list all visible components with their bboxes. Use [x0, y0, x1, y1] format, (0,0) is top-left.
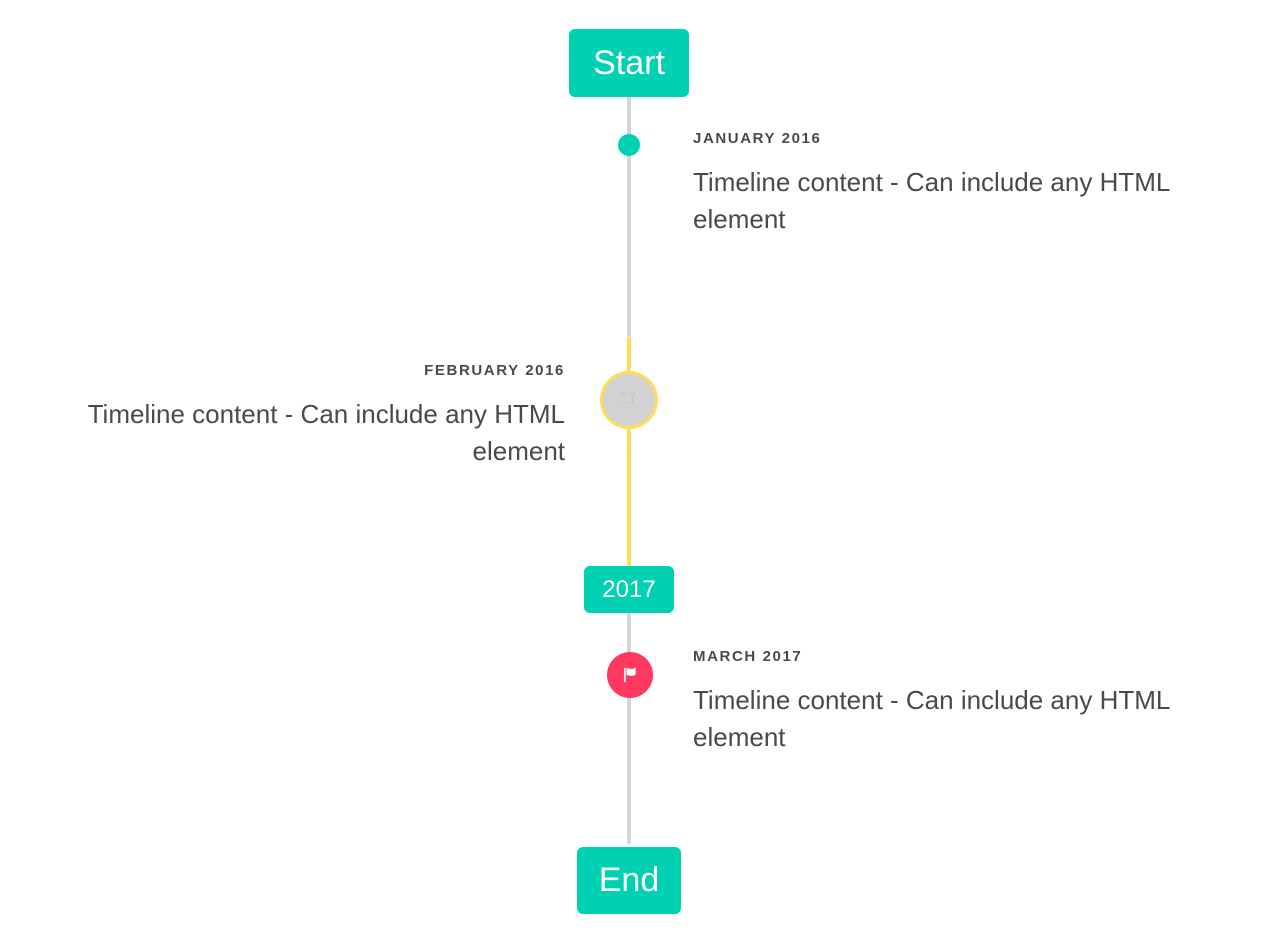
timeline-item-heading: JANUARY 2016 [693, 130, 822, 147]
timeline-item-heading: MARCH 2017 [693, 648, 803, 665]
timeline-item-body: Timeline content - Can include any HTML … [87, 398, 565, 467]
timeline-item-march: MARCH 2017 Timeline content - Can includ… [693, 648, 1233, 757]
timeline-marker-dot-icon[interactable] [618, 134, 640, 156]
timeline-marker-flag-icon[interactable] [607, 652, 653, 698]
timeline-rail-segment-yellow [627, 337, 631, 566]
timeline-item-january: JANUARY 2016 Timeline content - Can incl… [693, 130, 1233, 239]
timeline-rail-segment-gray-top [627, 92, 631, 337]
timeline-item-february: FEBRUARY 2016 Timeline content - Can inc… [35, 362, 565, 471]
timeline-item-body: Timeline content - Can include any HTML … [693, 166, 1170, 235]
timeline-marker-broken-image-icon[interactable]: ⌐¬ ·┘ [600, 371, 658, 429]
timeline-rail-segment-gray-bottom [627, 612, 631, 844]
timeline-header-end[interactable]: End [577, 847, 681, 914]
broken-image-icon: ⌐¬ ·┘ [620, 389, 638, 410]
timeline-item-heading: FEBRUARY 2016 [424, 362, 565, 379]
timeline-header-start[interactable]: Start [569, 29, 689, 97]
flag-icon [619, 664, 641, 686]
timeline-header-2017[interactable]: 2017 [584, 566, 674, 613]
timeline-item-body: Timeline content - Can include any HTML … [693, 684, 1170, 753]
